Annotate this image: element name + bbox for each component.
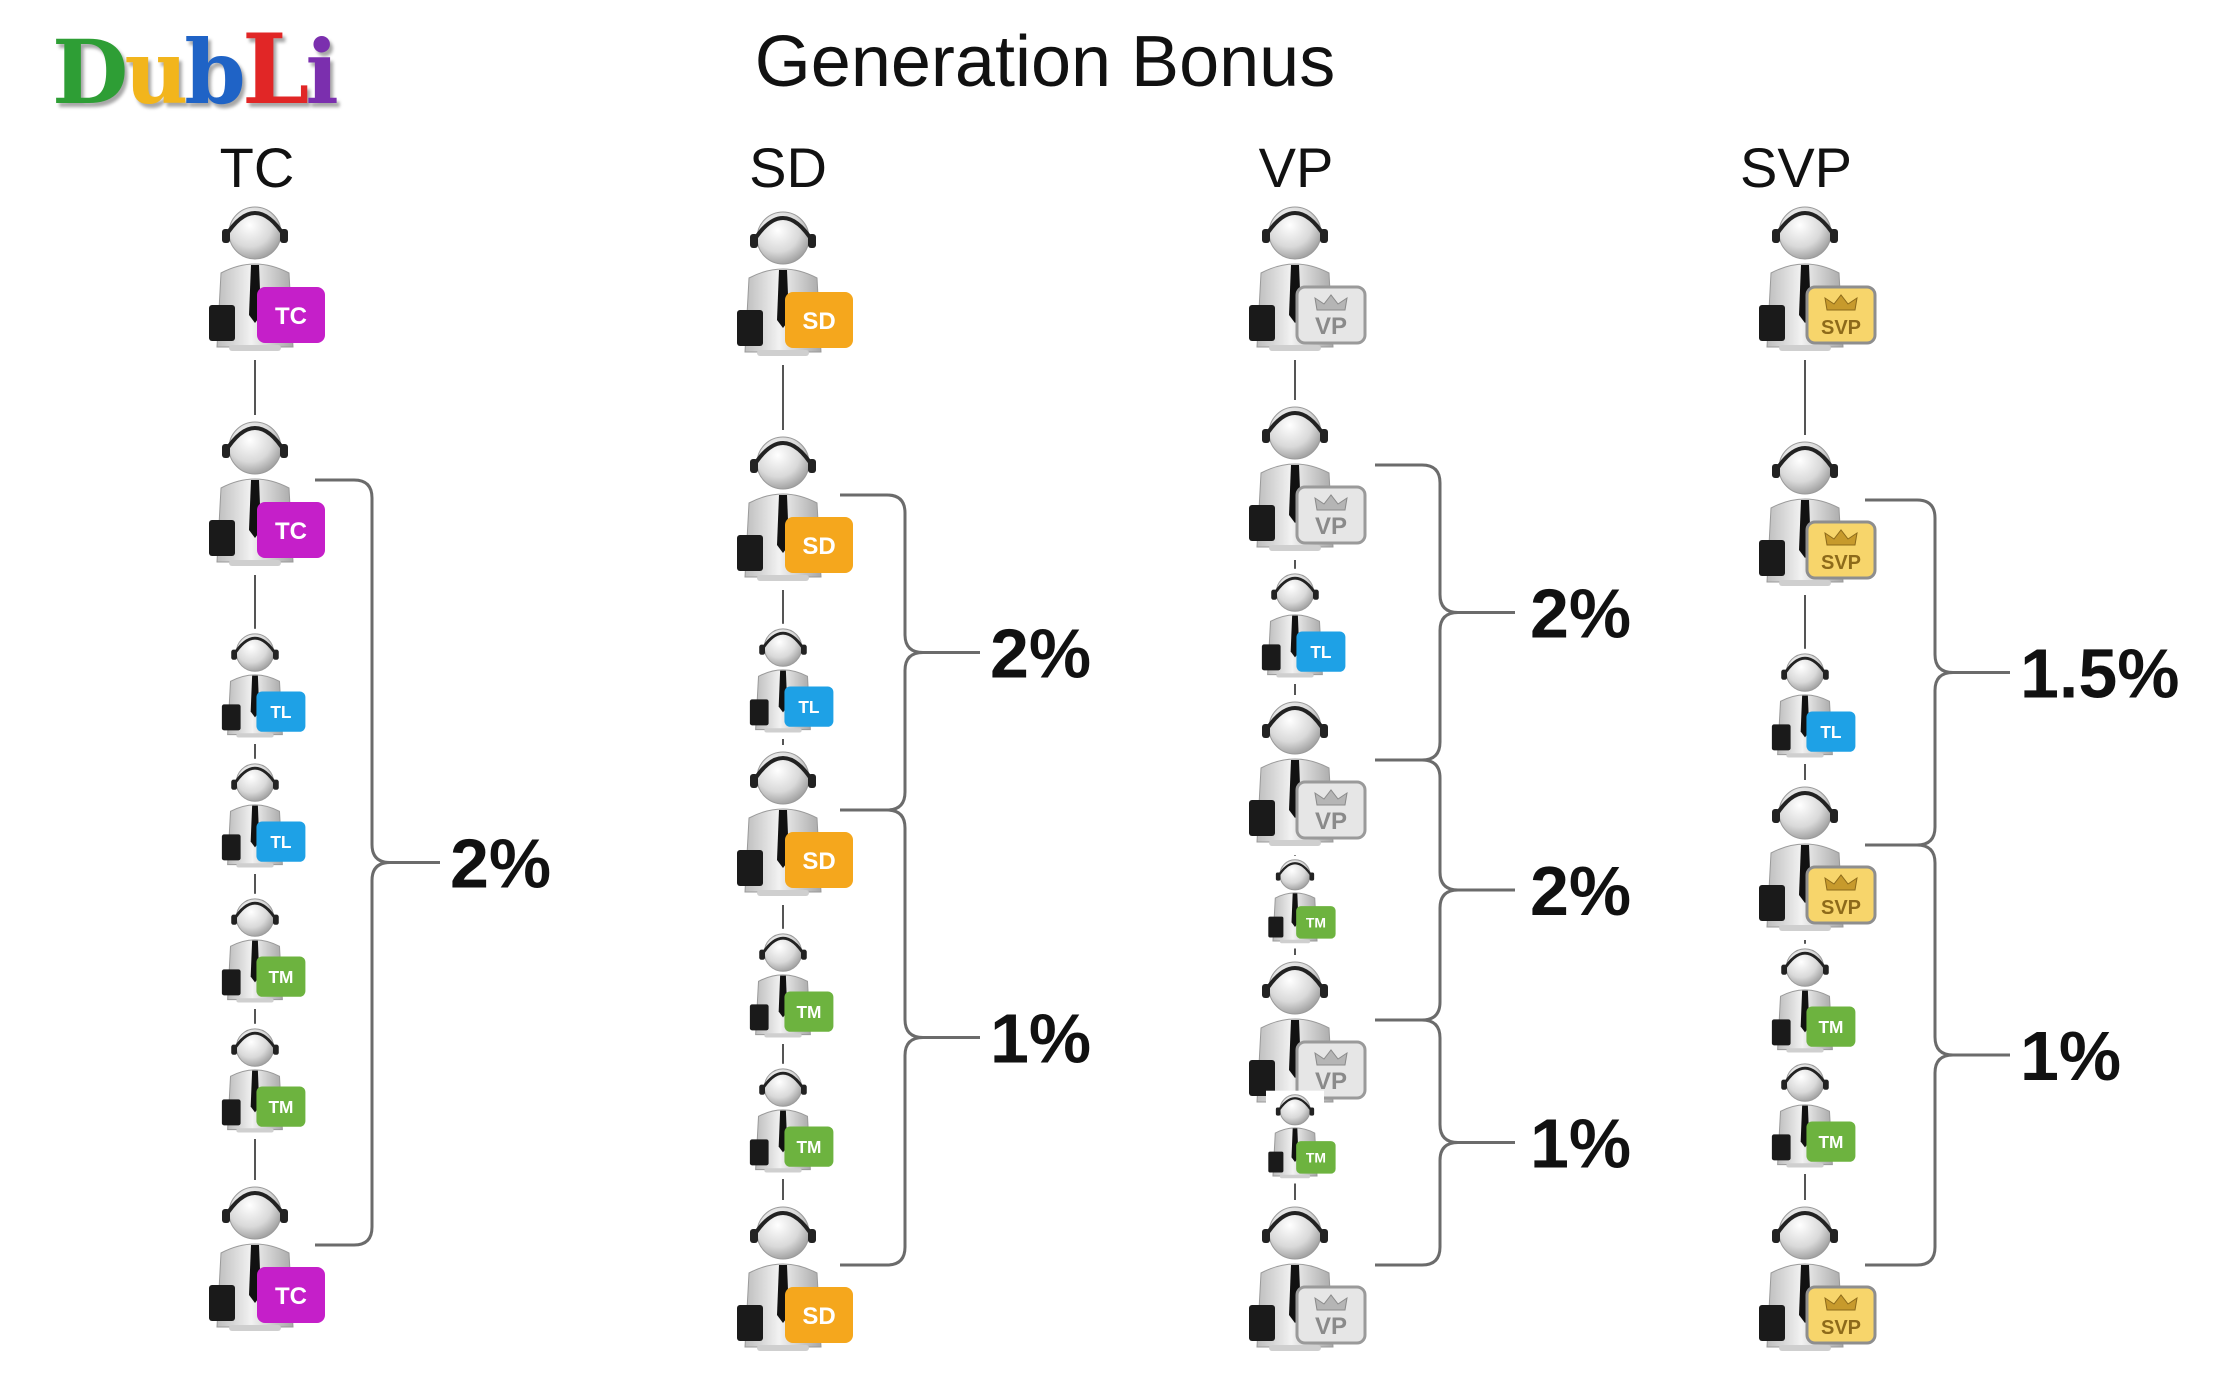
- badge-label: TL: [270, 832, 292, 852]
- member-node-tm: TM: [1769, 1058, 1856, 1174]
- member-node-vp: VP: [1245, 200, 1367, 360]
- badge-label: TL: [270, 702, 292, 722]
- badge-label: TL: [798, 697, 820, 717]
- badge-label: VP: [1315, 513, 1347, 540]
- badge-label: VP: [1315, 808, 1347, 835]
- badge-label: SVP: [1821, 317, 1861, 339]
- column-tc: TC TC TL TL TM TM TC 2%: [205, 200, 551, 1340]
- member-node-tl: TL: [219, 758, 306, 874]
- badge-label: SD: [802, 848, 835, 875]
- badge-label: TL: [1820, 722, 1842, 742]
- bracket-line: [1375, 758, 1515, 1022]
- bracket-line: [1375, 1018, 1515, 1267]
- dubli-logo: DubLi: [52, 13, 339, 126]
- member-node-svp: SVP: [1755, 200, 1877, 360]
- bonus-percentage: 2%: [1530, 852, 1631, 930]
- member-node-tl: TL: [1769, 648, 1856, 764]
- member-node-svp: SVP: [1755, 780, 1877, 940]
- bonus-bracket: 1.5%: [1865, 498, 2180, 847]
- column-vp: VP VP TL VP TM VP TM VP 2% 2% 1%: [1245, 200, 1631, 1360]
- badge-label: VP: [1315, 1313, 1347, 1340]
- bonus-percentage: 1.5%: [2020, 635, 2180, 713]
- column-svp: SVP SVP TL SVP TM TM SVP 1.5% 1%: [1755, 200, 2180, 1360]
- member-node-tm: TM: [1266, 1090, 1336, 1184]
- badge-label: TC: [275, 303, 307, 330]
- badge-label: TM: [1306, 915, 1326, 931]
- column-label-sd: SD: [749, 136, 827, 199]
- badge-label: SD: [802, 1303, 835, 1330]
- bonus-bracket: 2%: [1375, 758, 1631, 1022]
- member-node-tc: TC: [205, 200, 325, 360]
- member-node-tm: TM: [747, 1063, 834, 1179]
- bonus-bracket: 1%: [1865, 843, 2121, 1267]
- badge-label: SVP: [1821, 897, 1861, 919]
- member-node-tc: TC: [205, 1180, 325, 1340]
- member-node-tm: TM: [219, 893, 306, 1009]
- column-label-svp: SVP: [1739, 136, 1853, 199]
- member-node-svp: SVP: [1755, 1200, 1877, 1360]
- bonus-percentage: 2%: [990, 615, 1091, 693]
- badge-label: TM: [268, 967, 293, 987]
- bracket-line: [840, 808, 980, 1267]
- bonus-bracket: 2%: [840, 493, 1091, 812]
- badge-label: SVP: [1821, 552, 1861, 574]
- member-node-vp: VP: [1245, 955, 1367, 1115]
- member-node-vp: VP: [1245, 1200, 1367, 1360]
- badge-label: SD: [802, 533, 835, 560]
- badge-label: TM: [1818, 1132, 1843, 1152]
- bonus-bracket: 2%: [315, 478, 551, 1247]
- badge-label: TM: [268, 1097, 293, 1117]
- badge-label: TM: [796, 1002, 821, 1022]
- badge-label: TC: [275, 518, 307, 545]
- member-node-sd: SD: [733, 1200, 853, 1360]
- bracket-line: [1865, 498, 2010, 847]
- badge-label: SVP: [1821, 1317, 1861, 1339]
- bonus-percentage: 1%: [2020, 1017, 2121, 1095]
- member-node-sd: SD: [733, 205, 853, 365]
- bonus-bracket: 1%: [840, 808, 1091, 1267]
- bonus-percentage: 2%: [450, 825, 551, 903]
- bonus-bracket: 1%: [1375, 1018, 1631, 1267]
- bonus-percentage: 1%: [1530, 1105, 1631, 1183]
- member-node-svp: SVP: [1755, 435, 1877, 595]
- member-node-vp: VP: [1245, 400, 1367, 560]
- column-label-vp: VP: [1258, 136, 1334, 199]
- badge-label: TM: [1306, 1150, 1326, 1166]
- member-node-sd: SD: [733, 745, 853, 905]
- member-node-tm: TM: [1266, 855, 1336, 949]
- member-node-tm: TM: [219, 1023, 306, 1139]
- badge-label: VP: [1315, 1068, 1347, 1095]
- bonus-bracket: 2%: [1375, 463, 1631, 762]
- member-node-tl: TL: [219, 628, 306, 744]
- badge-label: TM: [1818, 1017, 1843, 1037]
- member-node-tl: TL: [747, 623, 834, 739]
- member-node-tm: TM: [747, 928, 834, 1044]
- member-node-tm: TM: [1769, 943, 1856, 1059]
- bonus-percentage: 1%: [990, 1000, 1091, 1078]
- member-node-sd: SD: [733, 430, 853, 590]
- badge-label: VP: [1315, 313, 1347, 340]
- column-sd: SD SD TL SD TM TM SD 2% 1%: [733, 205, 1091, 1360]
- column-label-tc: TC: [219, 136, 295, 199]
- bracket-line: [315, 478, 440, 1247]
- member-node-tl: TL: [1259, 568, 1346, 684]
- bonus-percentage: 2%: [1530, 575, 1631, 653]
- badge-label: TM: [796, 1137, 821, 1157]
- bracket-line: [840, 493, 980, 812]
- bracket-line: [1865, 843, 2010, 1267]
- member-node-vp: VP: [1245, 695, 1367, 855]
- badge-label: SD: [802, 308, 835, 335]
- page-title: Generation Bonus: [754, 22, 1336, 102]
- badge-label: TC: [275, 1283, 307, 1310]
- bracket-line: [1375, 463, 1515, 762]
- badge-label: TL: [1310, 642, 1332, 662]
- member-node-tc: TC: [205, 415, 325, 575]
